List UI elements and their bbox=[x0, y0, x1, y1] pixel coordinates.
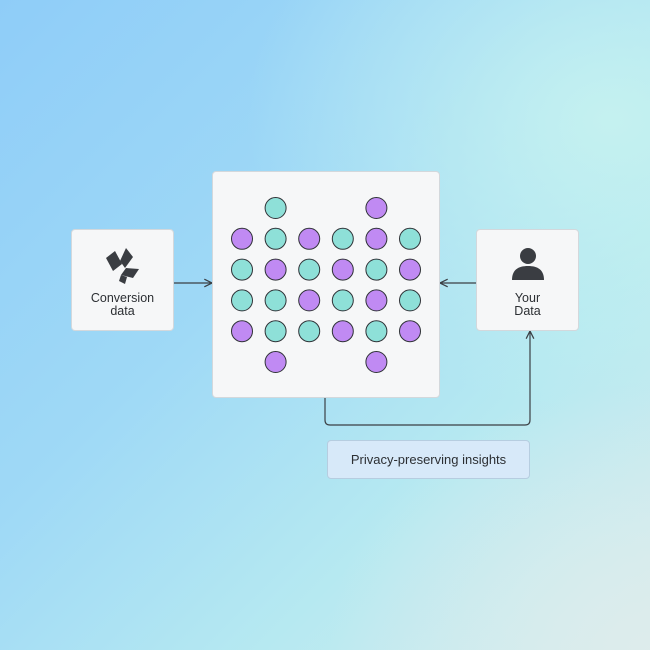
your-data-label: Your Data bbox=[477, 292, 578, 318]
data-dot-teal bbox=[399, 227, 421, 250]
data-dot-teal bbox=[264, 320, 287, 343]
data-dot-teal bbox=[264, 197, 287, 219]
grid-to-user-feedback-arrow bbox=[324, 331, 530, 426]
your-data-label-line1: Your bbox=[514, 291, 541, 305]
data-dot-teal bbox=[231, 258, 253, 281]
data-dot-teal bbox=[231, 289, 253, 312]
data-dot-teal bbox=[331, 227, 354, 250]
data-dot-purple bbox=[331, 320, 354, 343]
conversion-data-box: Conversion data bbox=[71, 229, 174, 331]
conversion-data-label: Conversion data bbox=[72, 292, 173, 318]
data-dot-teal bbox=[399, 289, 421, 312]
data-dot-purple bbox=[298, 289, 321, 312]
data-dot-teal bbox=[365, 258, 388, 281]
data-clean-room-box bbox=[212, 171, 440, 398]
person-icon bbox=[511, 248, 544, 280]
data-dot-purple bbox=[365, 351, 388, 373]
data-dot-purple bbox=[331, 258, 354, 281]
data-dot-purple bbox=[264, 351, 287, 373]
data-dot-purple bbox=[365, 197, 388, 219]
data-dot-purple bbox=[399, 320, 421, 343]
diamond-cluster-logo-icon bbox=[105, 248, 139, 284]
data-dot-teal bbox=[298, 320, 321, 343]
data-dot-purple bbox=[298, 227, 321, 250]
conversion-data-label-line1: Conversion bbox=[90, 291, 155, 305]
data-dot-purple bbox=[365, 289, 388, 312]
data-dot-teal bbox=[365, 320, 388, 343]
your-data-box: Your Data bbox=[476, 229, 579, 331]
data-dot-teal bbox=[264, 227, 287, 250]
data-dot-purple bbox=[231, 227, 253, 250]
data-dot-teal bbox=[298, 258, 321, 281]
data-dot-teal bbox=[331, 289, 354, 312]
privacy-insights-label: Privacy-preserving insights bbox=[327, 440, 530, 479]
data-dot-teal bbox=[264, 289, 287, 312]
conversion-data-label-line2: data bbox=[110, 304, 135, 318]
your-data-label-line2: Data bbox=[514, 304, 541, 318]
data-dot-purple bbox=[365, 227, 388, 250]
data-dot-purple bbox=[399, 258, 421, 281]
data-dot-purple bbox=[231, 320, 253, 343]
data-dot-purple bbox=[264, 258, 287, 281]
